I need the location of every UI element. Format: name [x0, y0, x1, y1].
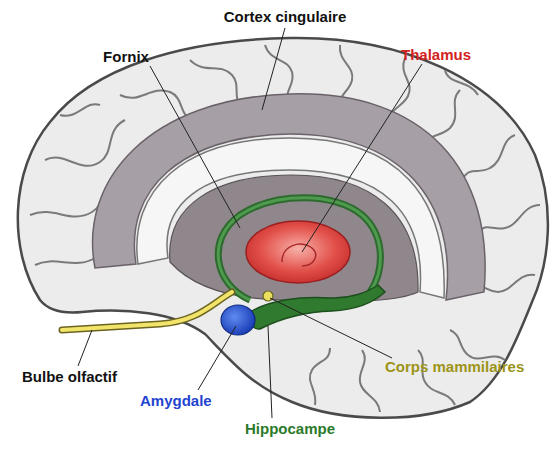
ventricle-region — [170, 175, 418, 301]
leader-line — [198, 326, 236, 390]
gyrus-line — [310, 348, 330, 405]
leader-line — [150, 66, 240, 228]
thalamus-detail — [282, 244, 316, 266]
olfactory-bulb-outline — [62, 292, 232, 330]
gyrus-line — [478, 205, 540, 232]
gyrus-line — [35, 258, 95, 265]
part-label: Amygdale — [140, 392, 212, 410]
part-label: Bulbe olfactif — [22, 368, 117, 386]
hippocampus — [249, 285, 385, 329]
part-label: Thalamus — [401, 46, 471, 64]
gyrus-line — [450, 330, 505, 360]
amygdala — [221, 305, 255, 335]
leader-line — [270, 298, 392, 358]
brain-outline — [18, 38, 548, 418]
leader-line — [78, 330, 92, 366]
gyri-lines — [30, 45, 540, 412]
part-label: Corps mammilaires — [385, 358, 524, 376]
gyrus-line — [360, 350, 380, 412]
thalamus — [246, 221, 350, 283]
part-label: Fornix — [103, 48, 149, 66]
gyrus-line — [45, 120, 125, 166]
gyrus-line — [60, 104, 100, 116]
part-label: Hippocampe — [245, 420, 335, 438]
cingulate-band — [93, 94, 486, 300]
leader-line — [302, 64, 422, 252]
fornix-highlight — [218, 198, 380, 300]
gyrus-line — [445, 70, 478, 95]
gyrus-line — [462, 135, 515, 180]
leader-lines — [78, 28, 422, 418]
leader-line — [268, 326, 272, 418]
olfactory-bulb — [62, 292, 232, 330]
part-label: Cortex cingulaire — [224, 8, 347, 26]
leader-line — [262, 28, 285, 110]
mammillary-body — [263, 291, 273, 301]
fornix — [218, 198, 380, 300]
